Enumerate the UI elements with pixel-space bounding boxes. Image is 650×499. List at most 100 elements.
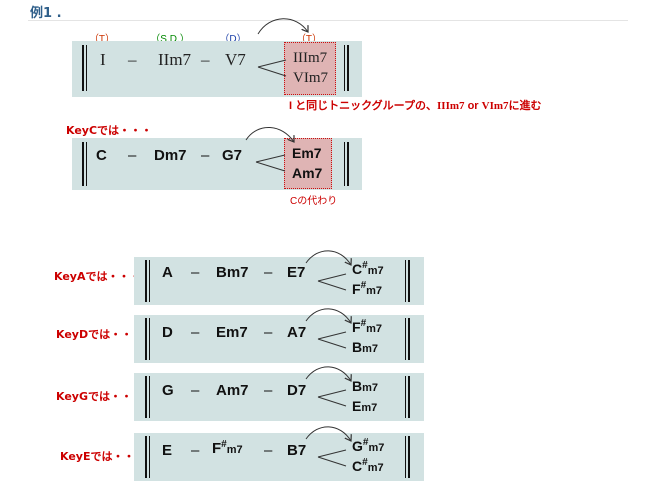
highlight-key-c-substitutes: [284, 138, 332, 189]
start-barline-thin: [86, 45, 87, 91]
dash-2: –: [264, 442, 273, 459]
chord-Bm7: Bm7: [352, 339, 378, 355]
quality: m7: [362, 382, 379, 394]
chord-V7: V7: [225, 50, 246, 69]
sharp-sign: #: [360, 318, 367, 329]
chord-Em7: Em7: [292, 145, 322, 161]
root: E: [352, 398, 362, 414]
resolution-arrow: [305, 308, 351, 323]
note-text-or: or: [464, 100, 482, 112]
root: B: [352, 378, 363, 394]
function-label-dominant: （D）: [219, 34, 247, 45]
branch-line-upper: [317, 331, 347, 340]
branch-line-lower: [317, 280, 347, 291]
progression-box-key-d: [134, 315, 424, 363]
dash-1: –: [191, 324, 200, 341]
start-barline-thin: [149, 376, 150, 418]
dash-2: –: [264, 264, 273, 281]
end-barline-thick: [408, 436, 410, 478]
dash-1: –: [191, 382, 200, 399]
quality: m7: [367, 265, 384, 277]
progression-box-key-a: [134, 257, 424, 305]
chord-C: C: [96, 147, 107, 164]
chord-D: D: [162, 324, 173, 341]
resolution-arrow: [257, 18, 308, 35]
chord-Bm7: Bm7: [216, 264, 249, 281]
sharp-sign: #: [362, 457, 368, 468]
branch-line-lower: [255, 161, 286, 172]
chord-Dm7: Dm7: [154, 147, 187, 164]
dash-1: –: [191, 442, 200, 459]
chord-D7: D7: [287, 382, 307, 399]
branch-line-lower: [317, 338, 347, 349]
key-e-tag: KeyEでは・・・: [60, 450, 146, 463]
sharp-sign: #: [360, 280, 367, 291]
diagram-heading: 例1 .: [30, 6, 62, 21]
root: F: [212, 440, 222, 457]
explanation-note: I と同じトニックグループの、IIIm7 or VIm7に進む: [289, 97, 542, 113]
key-g-tag: KeyGでは・・・: [56, 390, 143, 403]
progression-box-key-g: [134, 373, 424, 421]
start-barline-thin: [149, 318, 150, 360]
branch-line-upper: [317, 389, 347, 398]
key-c-tag: KeyCでは・・・: [66, 124, 153, 137]
progression-box-key-e: [134, 433, 424, 481]
chord-E: E: [162, 442, 173, 459]
branch-line-lower: [317, 396, 347, 407]
chord-Em7: Em7: [352, 398, 377, 414]
chord-C-sharp-m7: C#m7: [352, 260, 384, 277]
note-text-tail: に進む: [508, 100, 542, 112]
chord-A7: A7: [287, 324, 307, 341]
function-label-tonic: （T）: [88, 34, 116, 45]
quality: m7: [367, 462, 384, 474]
start-barline-thick: [145, 436, 147, 478]
chord-G: G: [162, 382, 174, 399]
branch-line-upper: [257, 59, 287, 68]
dash-1: –: [128, 147, 137, 164]
branch-line-upper: [255, 154, 286, 163]
end-barline-thick: [408, 260, 410, 302]
chord-Bm7: Bm7: [352, 378, 378, 394]
resolution-arrow: [245, 127, 294, 142]
resolution-arrow: [305, 426, 351, 441]
chord-Am7: Am7: [292, 165, 323, 181]
sharp-sign: #: [362, 260, 368, 271]
chord-I: I: [100, 50, 106, 69]
start-barline-thin: [149, 260, 150, 302]
end-barline-thick: [347, 45, 349, 91]
chord-C-sharp-m7: C#m7: [352, 457, 384, 474]
branch-line-upper: [317, 273, 347, 282]
dash-2: –: [201, 50, 210, 69]
quality: m7: [226, 444, 243, 456]
start-barline-thin: [86, 142, 87, 186]
heading-divider: [28, 20, 628, 21]
root: G: [352, 438, 363, 454]
root: C: [352, 261, 363, 277]
root: B: [352, 339, 363, 355]
function-label-tonic-target: （T）: [295, 34, 323, 45]
end-barline-thin: [405, 436, 406, 478]
chord-VIm7: VIm7: [293, 70, 328, 86]
root: C: [352, 458, 363, 474]
chord-Em7: Em7: [216, 324, 248, 341]
end-barline-thin: [405, 376, 406, 418]
branch-line-lower: [257, 66, 287, 77]
note-chord-VIm7: VIm7: [481, 100, 509, 112]
chord-B7: B7: [287, 442, 307, 459]
start-barline-thick: [145, 260, 147, 302]
start-barline-thick: [145, 318, 147, 360]
chord-G7: G7: [222, 147, 243, 164]
chord-IIm7: IIm7: [158, 50, 192, 69]
start-barline-thick: [145, 376, 147, 418]
root: F: [352, 281, 361, 297]
end-barline-thick: [408, 318, 410, 360]
end-barline-thin: [344, 45, 345, 91]
branch-line-lower: [317, 456, 347, 467]
key-a-tag: KeyAでは・・・: [54, 270, 141, 283]
dash-2: –: [201, 147, 210, 164]
dash-1: –: [191, 264, 200, 281]
quality: m7: [362, 343, 379, 355]
chord-E7: E7: [287, 264, 306, 281]
quality: m7: [368, 442, 385, 454]
